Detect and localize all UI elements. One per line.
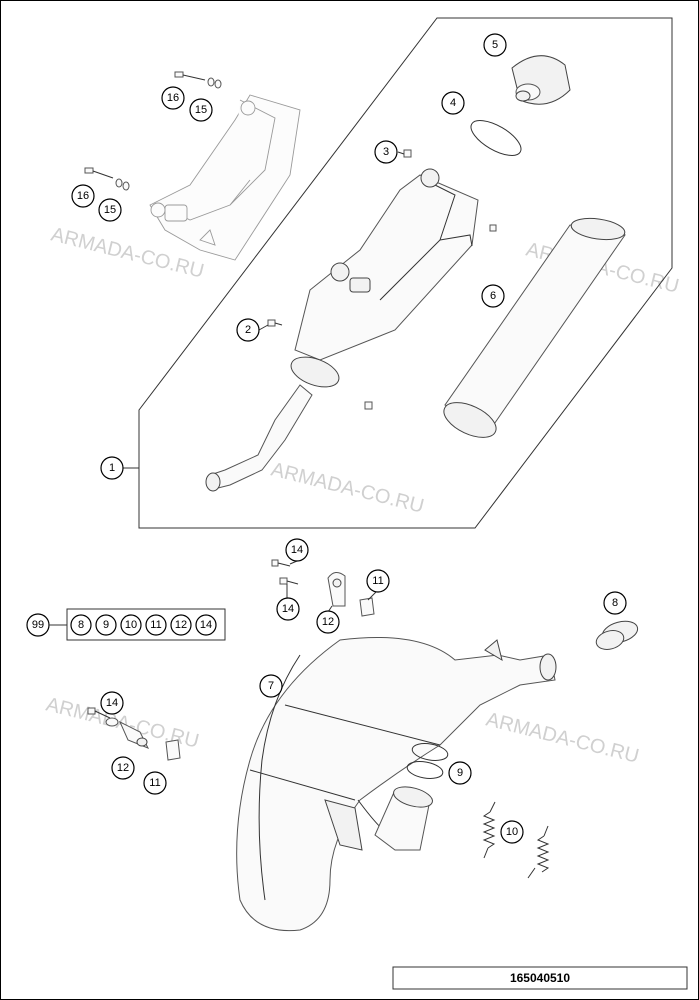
callout-14: 14 (100, 691, 124, 715)
rubber-damper (327, 572, 346, 607)
svg-text:14: 14 (291, 544, 303, 556)
callout-8: 8 (603, 591, 627, 615)
washer-15-lower (115, 178, 130, 191)
damper-hole (332, 578, 342, 588)
svg-text:12: 12 (175, 619, 187, 631)
spring-left (482, 801, 496, 859)
pipe-outlet (374, 786, 433, 851)
svg-text:14: 14 (106, 697, 118, 709)
callout-11: 11 (143, 771, 167, 795)
svg-text:8: 8 (612, 597, 618, 609)
kit-part-11: 11 (145, 614, 167, 636)
kit-part-10: 10 (120, 614, 142, 636)
svg-text:16: 16 (77, 190, 89, 202)
svg-text:16: 16 (167, 92, 179, 104)
svg-text:4: 4 (450, 97, 456, 109)
o-ring (406, 761, 444, 779)
nut-small (489, 224, 497, 232)
nut-small (403, 149, 412, 158)
svg-text:99: 99 (32, 619, 44, 631)
silencer-sleeve (443, 217, 626, 438)
callout-5: 5 (483, 33, 507, 57)
bolt-small (364, 401, 373, 410)
callout-2: 2 (236, 318, 260, 342)
silencer-body (290, 168, 479, 388)
svg-text:3: 3 (383, 146, 389, 158)
svg-text:1: 1 (109, 462, 115, 474)
callout-1: 1 (100, 456, 124, 480)
kit-part-14: 14 (195, 614, 217, 636)
bolt-16-lower (84, 167, 114, 179)
washer-15-upper (207, 77, 222, 89)
bolt-16-upper (174, 71, 206, 81)
callout-10: 10 (500, 820, 524, 844)
bolt-2 (267, 319, 283, 327)
svg-text:14: 14 (200, 619, 212, 631)
svg-text:5: 5 (492, 39, 498, 51)
svg-text:15: 15 (104, 204, 116, 216)
watermark: ARMADA-CO.RU (484, 709, 641, 768)
sealing-ring (595, 620, 639, 650)
end-cap (511, 55, 571, 105)
svg-text:9: 9 (103, 619, 109, 631)
tail-pipe-end (205, 472, 221, 492)
watermark: ARMADA-CO.RU (269, 459, 426, 518)
svg-text:14: 14 (282, 603, 294, 615)
spring-right (527, 825, 550, 879)
kit-part-9: 9 (95, 614, 117, 636)
svg-text:12: 12 (117, 762, 129, 774)
svg-text:2: 2 (245, 324, 251, 336)
callout-14: 14 (285, 538, 309, 562)
svg-text:11: 11 (150, 619, 161, 631)
callout-4: 4 (441, 91, 465, 115)
callout-9: 9 (448, 761, 472, 785)
kit-box (66, 608, 226, 641)
callout-12: 12 (111, 756, 135, 780)
svg-text:10: 10 (506, 826, 518, 838)
kit-part-8: 8 (70, 614, 92, 636)
bolt-14-upper (271, 559, 291, 567)
bracket-clip-lower (165, 739, 181, 761)
callout-14: 14 (276, 597, 300, 621)
silencer-assembly-boundary (138, 17, 673, 529)
svg-text:9: 9 (457, 767, 463, 779)
callout-7: 7 (259, 674, 283, 698)
gasket-ring (470, 120, 522, 156)
svg-text:7: 7 (268, 680, 274, 692)
bolt-14-middle (279, 577, 299, 585)
callout-16: 16 (161, 86, 185, 110)
callout-12: 12 (316, 610, 340, 634)
callout-3: 3 (374, 140, 398, 164)
svg-text:6: 6 (490, 290, 496, 302)
kit-callout-99: 99 (26, 613, 50, 637)
svg-text:11: 11 (372, 575, 383, 587)
bracket-clip (359, 597, 375, 617)
svg-text:15: 15 (195, 104, 207, 116)
svg-text:11: 11 (149, 777, 160, 789)
silencer-ghost-view (149, 94, 301, 261)
kit-part-12: 12 (170, 614, 192, 636)
svg-text:12: 12 (322, 616, 334, 628)
svg-text:8: 8 (78, 619, 84, 631)
callout-15: 15 (98, 198, 122, 222)
svg-text:10: 10 (125, 619, 137, 631)
callout-16: 16 (71, 184, 95, 208)
callout-15: 15 (189, 98, 213, 122)
callout-11: 11 (366, 569, 390, 593)
drawing-code: 165040510 (510, 971, 570, 985)
bolt-14-lower (87, 707, 111, 719)
o-ring (411, 743, 449, 761)
exhaust-pipe (236, 637, 557, 932)
callout-6: 6 (481, 284, 505, 308)
rubber-damper-lower (105, 717, 150, 749)
drawing-code-box (392, 966, 688, 990)
